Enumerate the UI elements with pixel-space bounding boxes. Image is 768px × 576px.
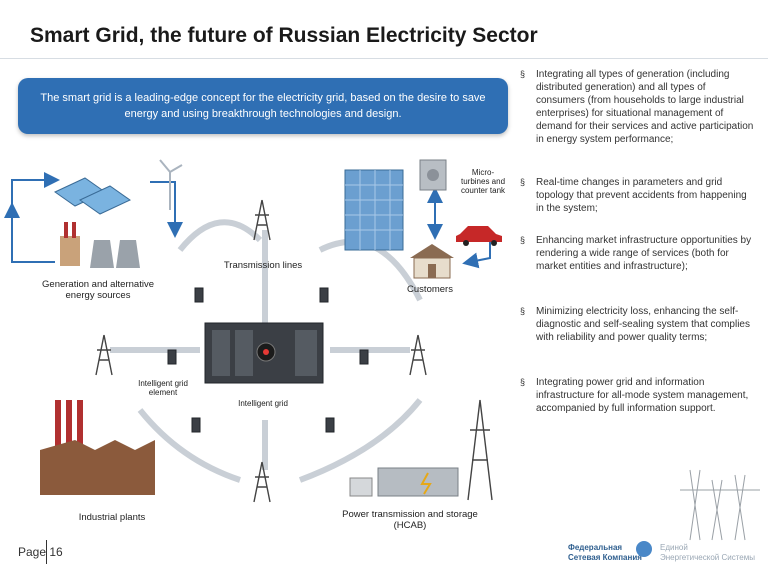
connector-arc-1 bbox=[177, 219, 263, 252]
intelligent-grid-label: Intelligent grid bbox=[238, 399, 288, 408]
car-icon bbox=[456, 226, 502, 246]
power-storage-line1: Power transmission and storage bbox=[342, 509, 478, 520]
micro-label-line2: turbines and bbox=[460, 177, 506, 186]
title-divider bbox=[0, 58, 768, 59]
micro-label-line1: Micro- bbox=[471, 168, 495, 177]
house-icon bbox=[410, 244, 454, 279]
solar-panels-icon bbox=[54, 177, 131, 215]
pylon-icons bbox=[95, 199, 493, 503]
substation-icon bbox=[680, 469, 760, 541]
control-center-icon bbox=[204, 322, 324, 384]
globe-logo-icon bbox=[636, 541, 652, 557]
pylon-right bbox=[409, 334, 427, 376]
bullet-mark: § bbox=[520, 306, 526, 316]
fsk-logo: Федеральная Сетевая Компания bbox=[568, 543, 642, 563]
meter-2 bbox=[319, 287, 329, 303]
generation-label-line1: Generation and alternative bbox=[42, 279, 154, 290]
meter-3 bbox=[167, 349, 177, 365]
industrial-plants-label: Industrial plants bbox=[78, 512, 146, 523]
wind-turbine-icon bbox=[159, 159, 183, 210]
power-storage-label: Power transmission and storage (HCAB) bbox=[325, 509, 495, 531]
page-number: Page 16 bbox=[18, 545, 63, 559]
benefit-text: Minimizing electricity loss, enhancing t… bbox=[536, 306, 750, 343]
power-plant-icon bbox=[60, 222, 140, 268]
bullet-mark: § bbox=[520, 235, 526, 245]
fsk-logo-line1: Федеральная bbox=[568, 543, 623, 552]
page-title: Smart Grid, the future of Russian Electr… bbox=[30, 24, 538, 47]
skyscraper-icon bbox=[344, 169, 404, 251]
generation-label: Generation and alternative energy source… bbox=[30, 279, 166, 301]
meter-4 bbox=[359, 349, 369, 365]
benefit-item: § Real-time changes in parameters and gr… bbox=[520, 176, 754, 215]
bullet-mark: § bbox=[520, 177, 526, 187]
ees-logo-line1: Единой bbox=[660, 543, 688, 552]
benefit-item: § Minimizing electricity loss, enhancing… bbox=[520, 305, 754, 344]
benefit-text: Integrating power grid and information i… bbox=[536, 377, 749, 414]
factory-icon bbox=[40, 400, 155, 495]
pylon-far-right bbox=[467, 399, 493, 501]
benefit-text: Enhancing market infrastructure opportun… bbox=[536, 235, 752, 272]
benefit-text: Integrating all types of generation (inc… bbox=[536, 69, 754, 145]
micro-turbines-label: Micro- turbines and counter tank bbox=[455, 168, 511, 195]
fsk-logo-line2: Сетевая Компания bbox=[568, 553, 642, 562]
micro-turbine-icon bbox=[419, 159, 447, 191]
ees-logo: Единой Энергетической Системы bbox=[660, 543, 755, 563]
meter-5 bbox=[191, 417, 201, 433]
arrow-gen-down bbox=[4, 202, 55, 263]
smart-meter-icons bbox=[167, 287, 369, 433]
storage-container-icon bbox=[349, 467, 459, 497]
bullet-mark: § bbox=[520, 377, 526, 387]
pylon-left bbox=[95, 334, 113, 376]
benefit-item: § Enhancing market infrastructure opport… bbox=[520, 234, 754, 273]
ees-logo-line2: Энергетической Системы bbox=[660, 553, 755, 562]
customers-label: Customers bbox=[407, 284, 453, 295]
intro-box: The smart grid is a leading-edge concept… bbox=[18, 78, 508, 134]
benefit-item: § Integrating power grid and information… bbox=[520, 376, 754, 415]
transmission-lines-label: Transmission lines bbox=[223, 260, 303, 271]
connector-arc-3 bbox=[137, 408, 241, 483]
generation-label-line2: energy sources bbox=[65, 290, 131, 301]
benefit-text: Real-time changes in parameters and grid… bbox=[536, 177, 747, 214]
footer-divider bbox=[46, 540, 47, 564]
micro-label-line3: counter tank bbox=[460, 186, 506, 195]
intelligent-element-line1: Intelligent grid bbox=[138, 379, 188, 388]
pylon-bottom bbox=[253, 461, 271, 503]
connector-arc-4 bbox=[298, 398, 423, 483]
meter-1 bbox=[194, 287, 204, 303]
arrow-gen-up bbox=[11, 172, 60, 230]
intelligent-element-label: Intelligent grid element bbox=[130, 379, 196, 397]
power-storage-line2: (HCAB) bbox=[393, 520, 427, 531]
meter-6 bbox=[325, 417, 335, 433]
pylon-top bbox=[253, 199, 271, 241]
arrow-solar-right bbox=[150, 181, 183, 238]
benefit-item: § Integrating all types of generation (i… bbox=[520, 68, 754, 146]
intelligent-element-line2: element bbox=[148, 388, 178, 397]
bullet-mark: § bbox=[520, 69, 526, 79]
